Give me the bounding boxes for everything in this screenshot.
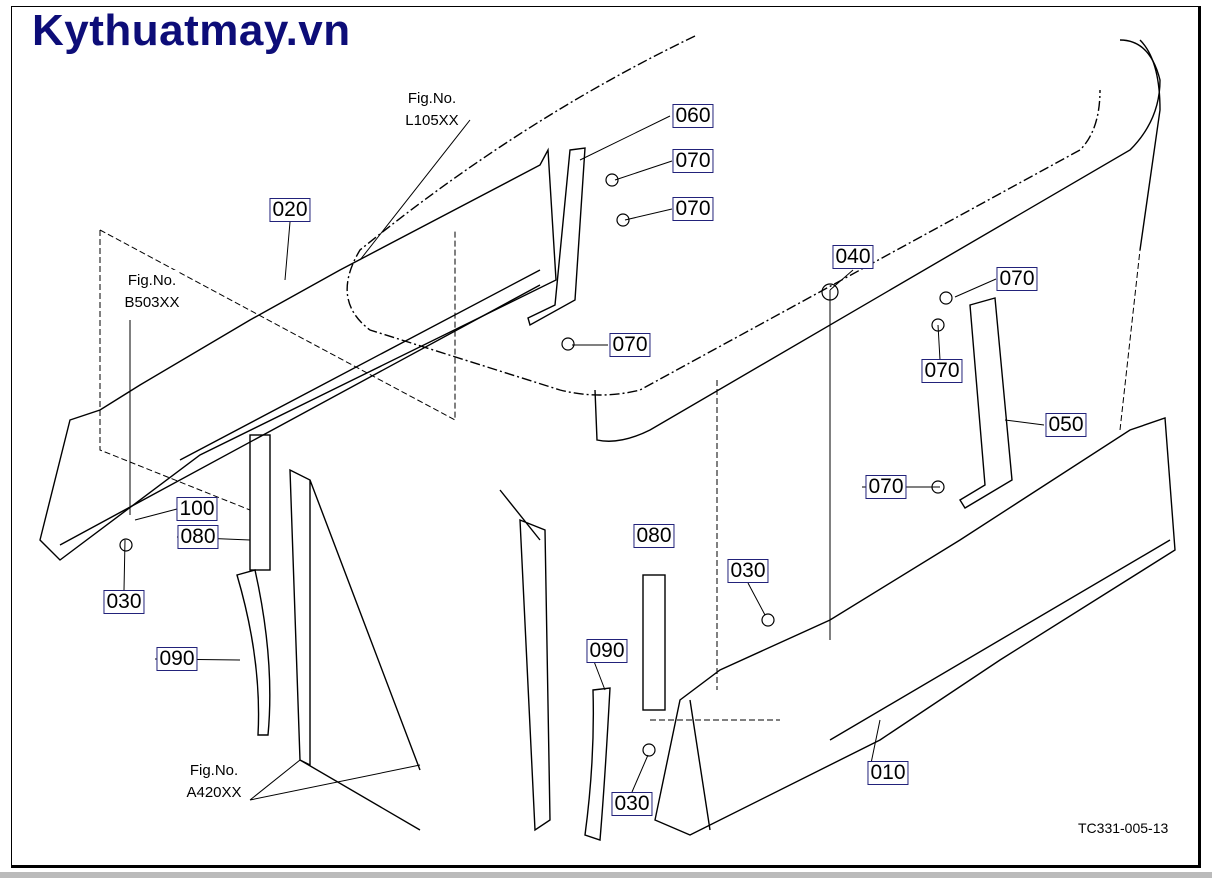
part-label-090[interactable]: 090 [586, 639, 628, 663]
part-label-070[interactable]: 070 [921, 359, 963, 383]
fig-ref-line2: L105XX [405, 112, 459, 129]
part-label-100[interactable]: 100 [176, 497, 218, 521]
screen-left [289, 468, 421, 831]
screen-right [499, 489, 551, 832]
drawing-frame [11, 6, 1201, 868]
part-label-030[interactable]: 030 [727, 559, 769, 583]
hood-top-edge [594, 39, 1161, 442]
part-label-030[interactable]: 030 [611, 792, 653, 816]
hood-outline [346, 35, 1101, 396]
fig-ref-line1: Fig.No. [127, 272, 177, 289]
seal-080-right [642, 574, 666, 711]
bottom-bar [0, 872, 1212, 878]
part-label-080[interactable]: 080 [633, 524, 675, 548]
part-label-070[interactable]: 070 [996, 267, 1038, 291]
side-cover-left [39, 147, 557, 561]
part-label-070[interactable]: 070 [865, 475, 907, 499]
part-label-070[interactable]: 070 [609, 333, 651, 357]
part-label-040[interactable]: 040 [832, 245, 874, 269]
part-label-020[interactable]: 020 [269, 198, 311, 222]
fig-ref-line2: A420XX [186, 784, 242, 801]
part-label-070[interactable]: 070 [672, 149, 714, 173]
seal-090-right [584, 687, 611, 841]
fig-ref-b503xx: Fig.No. B503XX [124, 270, 180, 314]
fig-ref-a420xx: Fig.No. A420XX [186, 760, 242, 804]
leader-lines [99, 115, 1141, 801]
bolts [119, 173, 953, 757]
part-label-090[interactable]: 090 [156, 647, 198, 671]
hood-right-edge [1139, 39, 1161, 251]
part-label-030[interactable]: 030 [103, 590, 145, 614]
fig-ref-line1: Fig.No. [189, 762, 239, 779]
bracket-060 [527, 147, 586, 327]
fig-ref-l105xx: Fig.No. L105XX [405, 88, 459, 132]
part-label-080[interactable]: 080 [177, 525, 219, 549]
site-logo: Kythuatmay.vn [32, 6, 351, 55]
seal-090-left [236, 569, 271, 736]
seal-080-left [249, 434, 271, 571]
drawing-code: TC331-005-13 [1078, 820, 1169, 836]
fig-ref-line1: Fig.No. [407, 90, 457, 107]
side-cover-right [654, 417, 1176, 836]
bracket-050 [959, 297, 1013, 509]
part-label-010[interactable]: 010 [867, 761, 909, 785]
part-label-060[interactable]: 060 [672, 104, 714, 128]
part-label-050[interactable]: 050 [1045, 413, 1087, 437]
part-label-070[interactable]: 070 [672, 197, 714, 221]
fig-ref-line2: B503XX [124, 294, 180, 311]
